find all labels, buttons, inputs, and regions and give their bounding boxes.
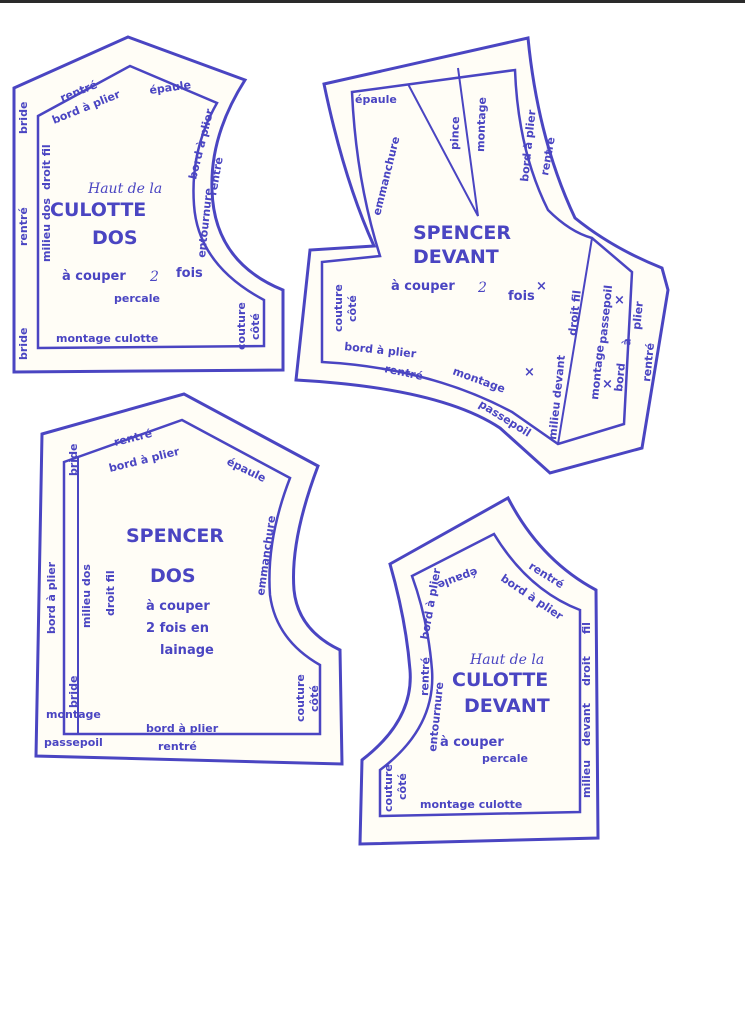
culotte-dos-heading: Haut de la (87, 181, 162, 197)
spencer-devant-droit-fil: droit fil (566, 290, 584, 337)
spencer-dos-title-1: SPENCER (126, 525, 224, 547)
culotte-devant-milieu: milieu (580, 760, 593, 798)
spencer-dos-cote: côté (308, 685, 321, 712)
spencer-devant-mark-4: × (602, 377, 613, 392)
piece-culotte-dos: rentré bord à plier épaule bride rentré … (12, 35, 285, 374)
culotte-dos-cote: côté (249, 313, 262, 340)
spencer-dos-couture: couture (294, 674, 307, 722)
culotte-devant-fabric: percale (482, 752, 528, 765)
culotte-dos-edge-droit-fil: droit fil (40, 144, 53, 190)
culotte-dos-edge-montage: montage culotte (56, 332, 158, 345)
spencer-devant-facing-line (557, 237, 593, 445)
spencer-devant-rentre-far: rentré (640, 342, 657, 382)
spencer-devant-epaule: épaule (355, 93, 397, 106)
piece-spencer-devant: épaule pince montage bord à plier rentré… (294, 36, 670, 475)
spencer-devant-bord-right-2: bord (612, 362, 628, 392)
culotte-devant-heading: Haut de la (469, 652, 544, 668)
culotte-dos-seamline (36, 64, 266, 350)
spencer-dos-outline (34, 392, 344, 766)
spencer-dos-passepoil: passepoil (44, 736, 103, 749)
spencer-dos-cut: à couper (146, 599, 210, 614)
spencer-devant-outline (294, 36, 670, 475)
culotte-dos-couture: couture (235, 302, 248, 350)
culotte-dos-outline (12, 35, 285, 374)
culotte-devant-rentre-left: rentré (418, 657, 432, 696)
spencer-dos-droit-fil: droit fil (104, 570, 117, 616)
spencer-devant-mark-1: × (536, 279, 547, 294)
spencer-dos-montage: montage (46, 708, 101, 721)
culotte-devant-couture: couture (382, 764, 395, 812)
culotte-devant-title-2: DEVANT (464, 695, 550, 717)
culotte-dos-edge-epaule: épaule (149, 78, 192, 97)
spencer-devant-title-1: SPENCER (413, 222, 511, 244)
culotte-devant-seamline (378, 532, 582, 818)
culotte-dos-count: 2 (149, 269, 159, 285)
spencer-devant-times: fois (508, 289, 535, 304)
spencer-dos-milieu: milieu dos (80, 564, 93, 628)
piece-spencer-dos: rentré bord à plier épaule bride bord à … (34, 392, 344, 766)
spencer-dos-bride-top: bride (67, 444, 80, 476)
culotte-devant-montage: montage culotte (420, 798, 522, 811)
spencer-dos-seamline (62, 418, 322, 736)
spencer-devant-a-right: à (620, 338, 634, 347)
culotte-dos-edge-milieu: milieu dos (40, 198, 53, 262)
spencer-devant-mark-3: × (614, 293, 625, 308)
culotte-devant-devant: devant (580, 703, 593, 746)
culotte-dos-edge-bride-bottom: bride (17, 328, 30, 360)
culotte-devant-cut: à couper (440, 735, 504, 750)
spencer-devant-pince: pince (448, 116, 462, 150)
culotte-dos-title-2: DOS (92, 227, 138, 249)
culotte-dos-title-1: CULOTTE (50, 199, 146, 221)
spencer-dos-bride-bottom: bride (67, 676, 80, 708)
spencer-devant-montage-right: montage (588, 344, 607, 400)
spencer-devant-couture: couture (332, 284, 345, 332)
spencer-devant-montage-top: montage (474, 97, 489, 152)
spencer-dos-rentre-bottom: rentré (158, 740, 197, 753)
spencer-dos-title-2: DOS (150, 565, 196, 587)
culotte-dos-cut: à couper (62, 269, 126, 284)
spencer-devant-passepoil-right: passepoil (596, 284, 615, 344)
spencer-devant-dart (407, 67, 479, 217)
spencer-devant-mark-2: × (524, 365, 535, 380)
spencer-devant-seamline (320, 68, 634, 446)
culotte-devant-title-1: CULOTTE (452, 669, 548, 691)
spencer-dos-bord-bottom: bord à plier (146, 722, 219, 735)
spencer-devant-count: 2 (477, 280, 487, 296)
culotte-devant-fil: fil (580, 622, 593, 634)
spencer-devant-cut: à couper (391, 279, 455, 294)
culotte-dos-times: fois (176, 266, 203, 281)
scan-top-edge (0, 0, 745, 3)
spencer-devant-title-2: DEVANT (413, 246, 499, 268)
spencer-devant-cote: côté (346, 295, 359, 322)
culotte-devant-cote: côté (396, 773, 409, 800)
culotte-dos-edge-bride-top: bride (17, 102, 30, 134)
spencer-dos-fabric: lainage (160, 643, 214, 658)
spencer-dos-bord-left: bord à plier (45, 561, 58, 634)
spencer-dos-count-line: 2 fois en (146, 621, 209, 636)
culotte-dos-fabric: percale (114, 292, 160, 305)
spencer-devant-plier-right: plier (630, 300, 646, 330)
piece-culotte-devant: épaule rentré bord à plier bord à plier … (358, 495, 600, 846)
culotte-devant-droit: droit (580, 656, 593, 686)
culotte-dos-edge-rentre-left: rentré (17, 207, 30, 246)
